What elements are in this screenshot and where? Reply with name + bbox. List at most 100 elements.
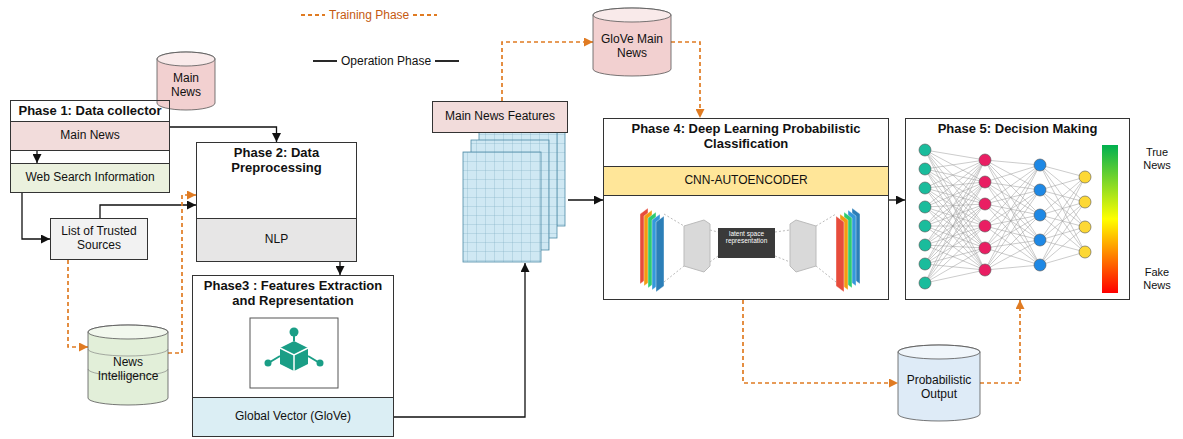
training-connector: [68, 260, 88, 347]
drawing-rect: [718, 228, 775, 258]
drawing-line: [925, 248, 985, 264]
scale-label: Fake News: [1136, 266, 1178, 291]
drawing-path: [898, 345, 980, 421]
legend-entry: Training Phase: [300, 8, 438, 22]
drawing-rect: [250, 318, 338, 388]
operation-connector: [339, 262, 340, 275]
drawing-line: [925, 160, 985, 283]
drawing-ellipse: [157, 52, 215, 66]
training-connector: [980, 300, 1020, 383]
drawing-line: [1040, 177, 1085, 240]
process-box: Web Search Information: [10, 163, 170, 193]
drawing-line: [1040, 165, 1085, 177]
drawing-circle: [919, 277, 931, 289]
drawing-circle: [290, 328, 299, 337]
drawing-line: [985, 160, 1040, 240]
drawing-line: [985, 190, 1040, 226]
drawing-line: [925, 188, 985, 226]
drawing-line: [925, 226, 985, 283]
drawing-line: [985, 265, 1040, 270]
drawing-polygon: [684, 220, 710, 272]
drawing-circle: [1079, 171, 1091, 183]
process-box: List of Trusted Sources: [50, 218, 148, 260]
drawing-circle: [1034, 159, 1046, 171]
drawing-circle: [1034, 209, 1046, 221]
process-box: NLP: [196, 218, 357, 262]
process-box: Global Vector (GloVe): [192, 397, 394, 437]
feature-label-band: Main News Features: [432, 101, 568, 133]
phase-heading: Phase3 : Features Extraction and Represe…: [193, 276, 393, 312]
drawing-line: [985, 215, 1040, 270]
drawing-line: [925, 169, 985, 270]
drawing-line: [985, 226, 1040, 240]
legend-entry: Operation Phase: [312, 54, 460, 68]
drawing-circle: [919, 163, 931, 175]
drawing-path: [270, 336, 318, 362]
drawing-circle: [979, 176, 991, 188]
drawing-line: [925, 160, 985, 264]
drawing-circle: [979, 242, 991, 254]
database-cylinder: Main News: [157, 52, 215, 110]
legend-line: [301, 14, 325, 16]
node-text: Main News Features: [445, 110, 555, 124]
drawing-ellipse: [898, 345, 980, 359]
node-text: News Intelligence: [91, 356, 165, 384]
drawing-line: [925, 188, 985, 270]
drawing-line: [985, 248, 1040, 265]
drawing-path: [88, 349, 168, 356]
drawing-line: [925, 204, 985, 264]
drawing-line: [1040, 165, 1085, 252]
operation-connector: [22, 193, 50, 239]
drawing-line: [985, 215, 1040, 226]
drawing-circle: [1034, 259, 1046, 271]
drawing-line: [1040, 177, 1085, 215]
drawing-line: [925, 182, 985, 188]
drawing-line: [985, 190, 1040, 248]
drawing-line: [925, 204, 985, 207]
legend-line: [413, 14, 437, 16]
drawing-line: [925, 188, 985, 204]
legend-line-sample: [434, 58, 460, 64]
neural-network-illustration: [919, 144, 1091, 289]
drawing-line: [925, 226, 985, 248]
operation-connector: [394, 263, 525, 417]
drawing-circle: [1079, 221, 1091, 233]
training-connector: [743, 300, 898, 383]
database-cylinder: GloVe Main News: [593, 8, 671, 76]
phase-heading: Phase 1: Data collector: [11, 101, 169, 122]
node-text: Main News: [60, 129, 119, 143]
drawing-path: [280, 341, 308, 371]
legend-line-sample: [412, 12, 438, 18]
drawing-line: [985, 165, 1040, 226]
extraction-icon: [250, 318, 338, 388]
drawing-line: [1040, 202, 1085, 265]
drawing-ellipse: [88, 325, 168, 339]
operation-connector: [889, 199, 905, 200]
drawing-circle: [979, 154, 991, 166]
drawing-line: [985, 190, 1040, 270]
feature-grid-stack: [463, 116, 565, 262]
drawing-line: [985, 165, 1040, 182]
drawing-circle: [919, 144, 931, 156]
drawing-line: [925, 160, 985, 207]
node-text: Probabilistic Output: [901, 374, 977, 402]
legend-line: [435, 60, 459, 62]
node-text: Main News: [160, 72, 212, 100]
drawing-polygon: [790, 220, 816, 272]
drawing-circle: [919, 239, 931, 251]
drawing-line: [1040, 177, 1085, 190]
drawing-circle: [1079, 196, 1091, 208]
phase-heading: Phase 2: Data Preprocessing: [197, 143, 356, 179]
drawing-path: [280, 348, 308, 371]
drawing-line: [1040, 177, 1085, 265]
drawing-circle: [919, 220, 931, 232]
drawing-circle: [979, 220, 991, 232]
drawing-circle: [919, 258, 931, 270]
drawing-path: [88, 325, 168, 405]
phase-box: Global Vector (GloVe) Phase3 : Features E…: [192, 275, 394, 437]
drawing-line: [925, 169, 985, 248]
drawing-path: [157, 52, 215, 110]
database-cylinder: Probabilistic Output: [898, 345, 980, 421]
drawing-line: [985, 215, 1040, 248]
operation-connector: [568, 199, 603, 200]
